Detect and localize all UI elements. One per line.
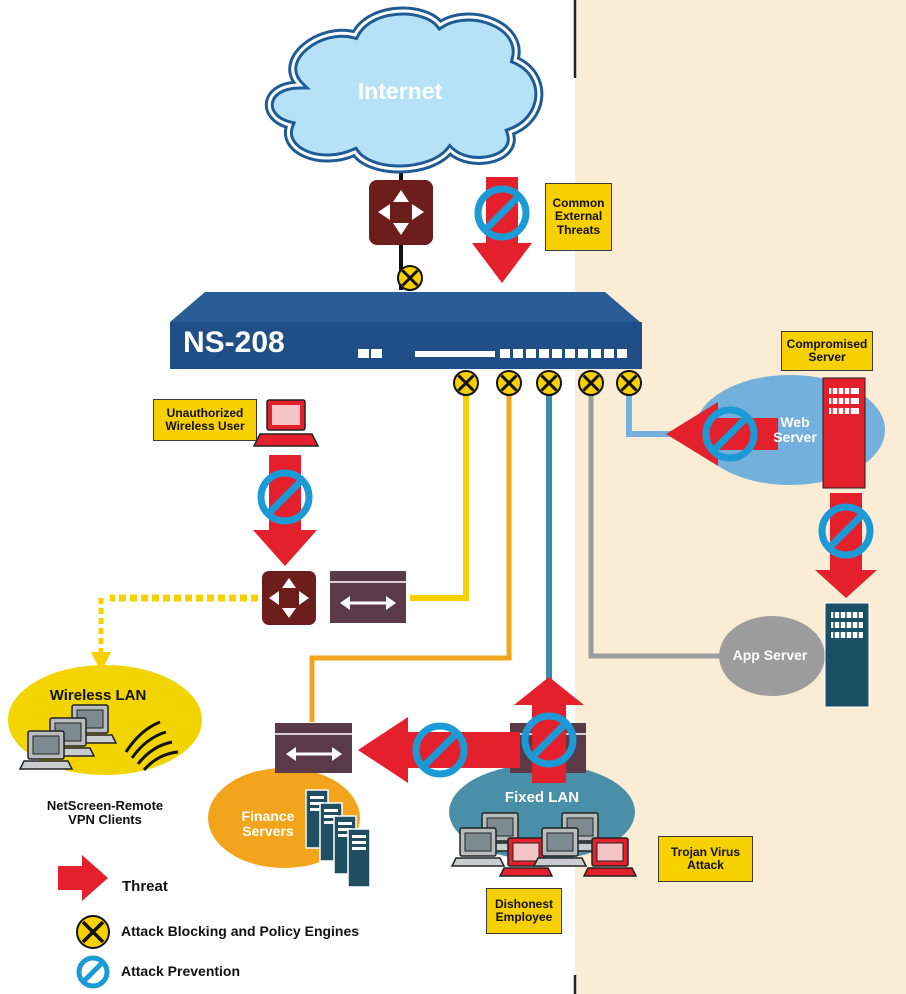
app-server-zone — [719, 616, 825, 696]
web-server-icon — [822, 377, 866, 489]
finance-link — [309, 385, 512, 722]
wireless-link — [410, 385, 469, 601]
finance-server-icon-4 — [347, 828, 371, 888]
legend-attack-prevention-label: Attack Prevention — [121, 963, 241, 979]
legend-threat-icon — [58, 855, 108, 901]
trojan-virus-attack-callout: Trojan Virus Attack — [658, 836, 753, 882]
laptop-icon-unauthorized — [252, 399, 320, 447]
compromised-server-callout: Compromised Server — [781, 331, 873, 371]
wireless-signal-icon — [124, 720, 179, 772]
ns208-device — [170, 292, 642, 369]
vpn-clients-label: NetScreen-Remote VPN Clients — [46, 798, 164, 827]
legend-threat-label: Threat — [122, 878, 168, 895]
legend-prevention-icon — [76, 955, 110, 989]
wireless-dotted-arrowhead — [91, 652, 111, 672]
vpn-client-icon-3 — [19, 730, 73, 770]
lan-pc-icon-4 — [533, 827, 587, 867]
finance-servers-label: Finance Servers — [241, 808, 295, 839]
legend-attack-blocking-label: Attack Blocking and Policy Engines — [121, 923, 360, 939]
trojan-pc-icon — [583, 837, 637, 877]
engine-icon-port-5 — [615, 369, 643, 397]
app-server-link — [588, 385, 735, 659]
engine-icon-port-2 — [495, 369, 523, 397]
engine-icon-internet — [396, 264, 424, 292]
unauthorized-wireless-user-callout: Unauthorized Wireless User — [153, 399, 257, 441]
edge-router-icon — [369, 180, 433, 245]
engine-icon-port-3 — [535, 369, 563, 397]
lan-pc-icon-2 — [451, 827, 505, 867]
web-server-label: Web Server — [773, 414, 817, 445]
upward-threat-arrow — [514, 677, 584, 783]
internet-label: Internet — [357, 78, 443, 104]
app-server-label: App Server — [732, 647, 808, 663]
engine-icon-port-4 — [577, 369, 605, 397]
device-model-label: NS-208 — [183, 326, 285, 359]
fixed-lan-label: Fixed LAN — [504, 789, 580, 806]
common-external-threats-callout: Common External Threats — [545, 183, 612, 251]
external-threat-arrow — [472, 177, 532, 283]
wireless-lan-label: Wireless LAN — [49, 687, 147, 704]
finance-switch-icon — [275, 723, 352, 773]
legend-engine-icon — [76, 915, 110, 949]
wireless-router-icon — [262, 571, 316, 625]
wireless-switch-icon — [330, 571, 406, 623]
dishonest-employee-callout: Dishonest Employee — [486, 888, 562, 934]
app-server-icon — [824, 602, 870, 708]
engine-icon-port-1 — [452, 369, 480, 397]
